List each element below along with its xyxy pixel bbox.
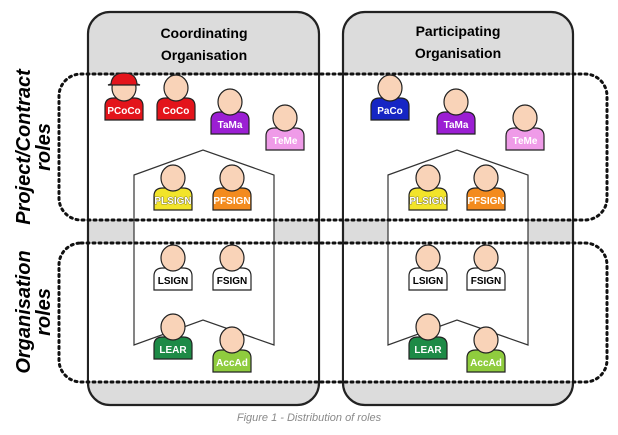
- participating-title-line2: Organisation: [415, 45, 501, 61]
- figure-body: [370, 97, 410, 121]
- accad-figure-coordinating: AccAd: [212, 326, 252, 373]
- figure-body: [153, 187, 193, 211]
- figure-head: [415, 244, 441, 272]
- project-roles-label-line1: Project/Contract: [13, 68, 35, 225]
- participating-title-line1: Participating: [416, 23, 501, 39]
- paco-figure: PaCo: [370, 74, 410, 121]
- fsign-role-label-coordinating: FSIGN: [217, 276, 248, 287]
- figure-head: [272, 104, 298, 132]
- teme-figure-participating: TeMe: [505, 104, 545, 151]
- organisation-roles-label-line1: Organisation: [13, 250, 35, 373]
- figure-head: [473, 164, 499, 192]
- paco-role-label: PaCo: [377, 106, 403, 117]
- coordinating-title-line2: Organisation: [161, 47, 247, 63]
- figure-body: [408, 336, 448, 360]
- plsign-role-label-participating: PLSIGN: [409, 196, 446, 207]
- figure-body: [408, 187, 448, 211]
- figure-head: [415, 164, 441, 192]
- coco-figure: CoCo: [156, 74, 196, 121]
- figure-head: [217, 88, 243, 116]
- figure-caption: Figure 1 - Distribution of roles: [236, 412, 382, 424]
- hat-icon: [107, 72, 141, 86]
- coco-role-label: CoCo: [163, 106, 190, 117]
- teme-figure-coordinating: TeMe: [265, 104, 305, 151]
- figure-head: [473, 326, 499, 354]
- lsign-role-label-coordinating: LSIGN: [158, 276, 189, 287]
- figure-head: [512, 104, 538, 132]
- fsign-figure-coordinating: FSIGN: [212, 244, 252, 291]
- figure-body: [466, 349, 506, 373]
- lear-figure-coordinating: LEAR: [153, 313, 193, 360]
- figure-body: [505, 127, 545, 151]
- figure-body: [153, 336, 193, 360]
- figure-head: [160, 313, 186, 341]
- accad-role-label-participating: AccAd: [470, 358, 502, 369]
- coordinating-title-line1: Coordinating: [160, 25, 247, 41]
- lsign-figure-participating: LSIGN: [408, 244, 448, 291]
- figure-body: [156, 97, 196, 121]
- teme-role-label-coordinating: TeMe: [273, 136, 298, 147]
- pcoco-role-label: PCoCo: [107, 106, 140, 117]
- fsign-figure-participating: FSIGN: [466, 244, 506, 291]
- figure-head: [219, 244, 245, 272]
- figure-head: [219, 164, 245, 192]
- figure-head: [415, 313, 441, 341]
- organisation-roles-band: [57, 241, 609, 384]
- figure-body: [265, 127, 305, 151]
- lear-figure-participating: LEAR: [408, 313, 448, 360]
- signatory-chevron-participating: [387, 149, 529, 346]
- pfsign-figure-coordinating: PFSIGN: [212, 164, 252, 211]
- tama-role-label-participating: TaMa: [444, 120, 469, 131]
- lsign-figure-coordinating: LSIGN: [153, 244, 193, 291]
- figure-body: [408, 267, 448, 291]
- tama-figure-coordinating: TaMa: [210, 88, 250, 135]
- figure-body: [212, 187, 252, 211]
- figure-body: [466, 267, 506, 291]
- pfsign-role-label-participating: PFSIGN: [467, 196, 504, 207]
- figure-body: [212, 349, 252, 373]
- figure-body: [153, 267, 193, 291]
- figure-body: [466, 187, 506, 211]
- pcoco-figure: PCoCo: [104, 72, 144, 121]
- lear-role-label-participating: LEAR: [414, 345, 442, 356]
- pfsign-role-label-coordinating: PFSIGN: [213, 196, 250, 207]
- project-roles-label-line2: roles: [33, 123, 55, 171]
- figure-head: [443, 88, 469, 116]
- figure-head: [160, 244, 186, 272]
- figure-body: [104, 97, 144, 121]
- lear-role-label-coordinating: LEAR: [159, 345, 187, 356]
- figure-head: [160, 164, 186, 192]
- teme-role-label-participating: TeMe: [513, 136, 538, 147]
- figure-body: [212, 267, 252, 291]
- figure-head: [377, 74, 403, 102]
- plsign-figure-coordinating: PLSIGN: [153, 164, 193, 211]
- figure-head: [219, 326, 245, 354]
- figure-body: [210, 111, 250, 135]
- accad-role-label-coordinating: AccAd: [216, 358, 248, 369]
- project-roles-band: [57, 72, 609, 222]
- plsign-figure-participating: PLSIGN: [408, 164, 448, 211]
- figure-body: [436, 111, 476, 135]
- tama-role-label-coordinating: TaMa: [218, 120, 243, 131]
- plsign-role-label-coordinating: PLSIGN: [154, 196, 191, 207]
- figure-head: [163, 74, 189, 102]
- lsign-role-label-participating: LSIGN: [413, 276, 444, 287]
- accad-figure-participating: AccAd: [466, 326, 506, 373]
- signatory-chevron-coordinating: [133, 149, 275, 346]
- fsign-role-label-participating: FSIGN: [471, 276, 502, 287]
- figure-head: [473, 244, 499, 272]
- organisation-roles-label-line2: roles: [33, 288, 55, 336]
- pfsign-figure-participating: PFSIGN: [466, 164, 506, 211]
- tama-figure-participating: TaMa: [436, 88, 476, 135]
